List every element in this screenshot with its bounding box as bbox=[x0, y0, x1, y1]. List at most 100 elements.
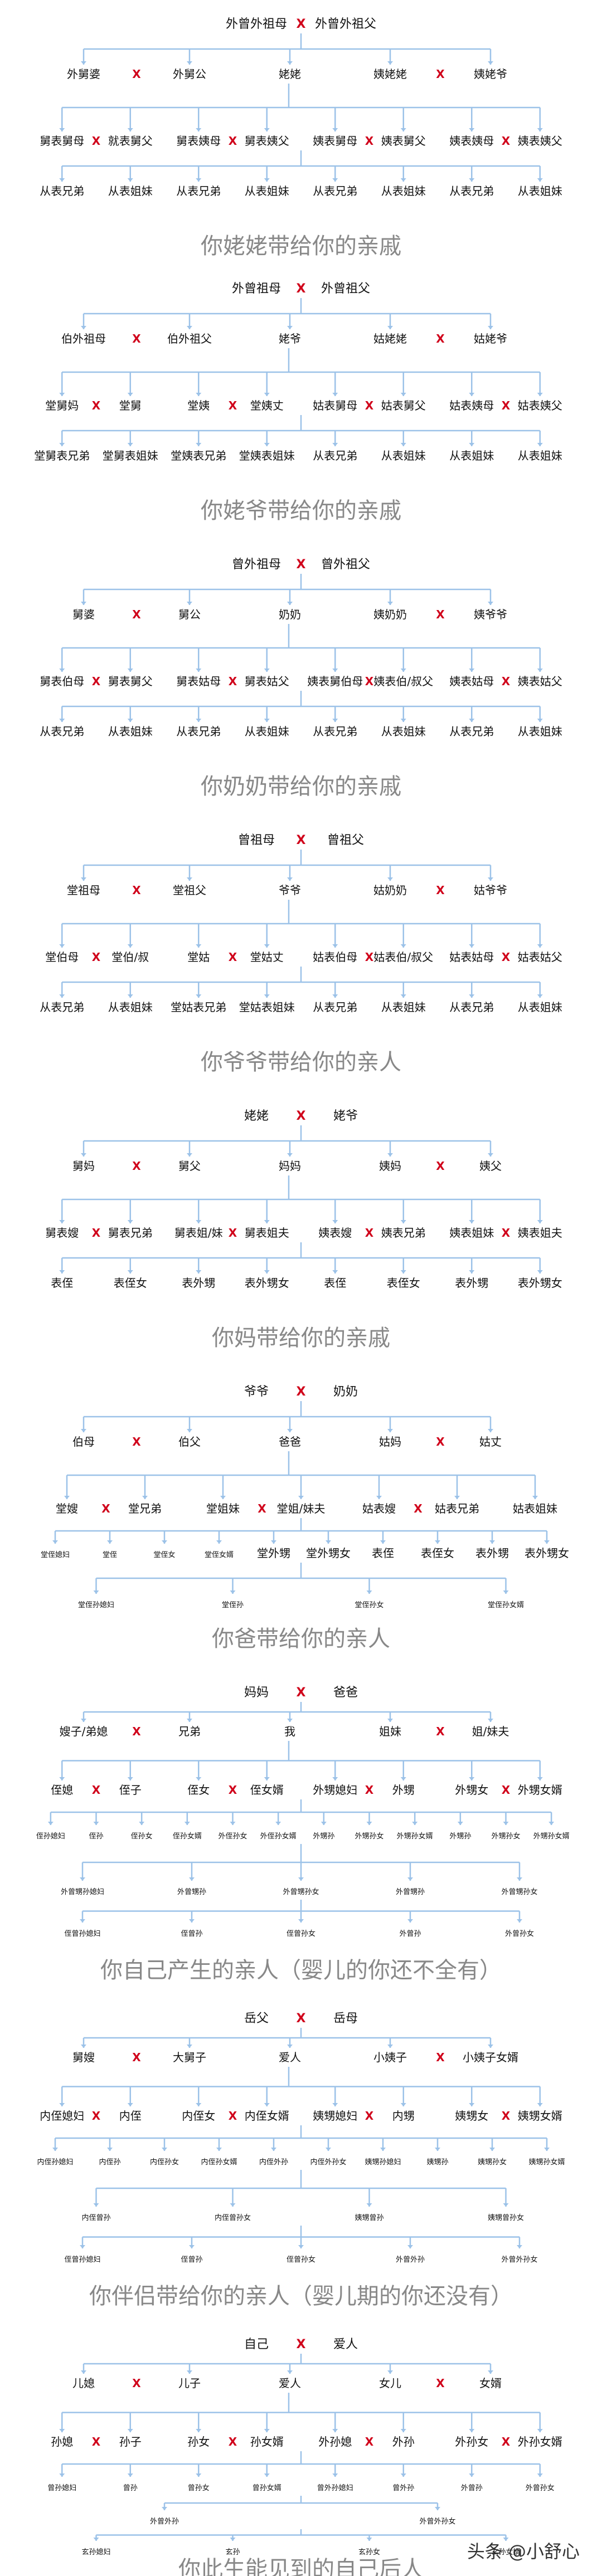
person-node: 玄孙女婿 bbox=[491, 2548, 520, 2557]
person-node: 表外甥女 bbox=[525, 1546, 569, 1560]
person-node: 伯外祖母 bbox=[61, 332, 106, 345]
person-node: 外甥孙女 bbox=[491, 1832, 520, 1841]
person-node: 外曾孙 bbox=[461, 2484, 483, 2492]
person-node: 舅表姐/妹 bbox=[174, 1226, 223, 1240]
spouse-marker: X bbox=[436, 2051, 445, 2064]
person-node: 外曾甥孙 bbox=[396, 1888, 425, 1896]
connector-arrow bbox=[196, 1270, 202, 1274]
person-node: 外曾孙 bbox=[399, 1930, 421, 1938]
spouse-marker: X bbox=[229, 675, 237, 688]
connector-arrow bbox=[81, 877, 86, 881]
connector-arrow bbox=[47, 1822, 54, 1825]
person-node: 堂姑丈 bbox=[250, 950, 284, 964]
connector-arrow bbox=[187, 877, 192, 881]
person-node: 表外甥女 bbox=[518, 1276, 562, 1290]
person-node: 外曾甥孙女 bbox=[501, 1887, 537, 1896]
spouse-marker: X bbox=[92, 134, 101, 148]
connector-arrow bbox=[216, 2148, 222, 2151]
connector-arrow bbox=[332, 1220, 338, 1223]
person-node: 舅表舅父 bbox=[108, 675, 153, 688]
connector-arrow bbox=[81, 2370, 86, 2374]
spouse-marker: X bbox=[92, 950, 101, 964]
person-node: 姨表伯/叔父 bbox=[373, 675, 433, 688]
person-node: 堂舅妈 bbox=[45, 399, 79, 412]
person-node: 内侄孙 bbox=[99, 2158, 120, 2167]
person-node: 堂姨表姐妹 bbox=[239, 449, 295, 462]
connector-arrow bbox=[366, 2538, 372, 2541]
connector-arrow bbox=[80, 2245, 85, 2248]
person-node: 堂祖母 bbox=[67, 884, 100, 897]
spouse-marker: X bbox=[132, 608, 141, 621]
person-node: 从表兄弟 bbox=[313, 184, 357, 198]
person-node: 外曾祖母 bbox=[232, 282, 281, 296]
person-node: 外曾外祖父 bbox=[315, 17, 376, 31]
connector-arrow bbox=[387, 602, 393, 605]
connector-arrow bbox=[162, 2148, 167, 2151]
connector-arrow bbox=[59, 178, 65, 182]
connector-arrow bbox=[489, 2148, 495, 2151]
person-node: 姨表姑父 bbox=[518, 675, 562, 688]
spouse-marker: X bbox=[92, 2109, 101, 2123]
person-node: 堂侄女婿 bbox=[205, 1550, 234, 1559]
person-node: 儿媳 bbox=[72, 2377, 95, 2390]
person-node: 女儿 bbox=[379, 2377, 401, 2390]
person-node: 爸爸 bbox=[333, 1686, 358, 1700]
person-node: 从表兄弟 bbox=[40, 725, 84, 738]
person-node: 孙女 bbox=[187, 2435, 210, 2448]
connector-arrow bbox=[435, 1540, 440, 1544]
person-node: 姐妹 bbox=[379, 1725, 401, 1738]
person-node: 堂侄 bbox=[103, 1551, 117, 1559]
person-node: 侄曾孙女 bbox=[287, 2255, 315, 2264]
spouse-marker: X bbox=[101, 1502, 110, 1515]
connector-arrow bbox=[544, 1540, 550, 1544]
connector-arrow bbox=[196, 2103, 202, 2106]
person-node: 玄孙媳妇 bbox=[81, 2548, 110, 2557]
connector-arrow bbox=[387, 1153, 393, 1157]
connector-arrow bbox=[196, 944, 202, 948]
person-node: 表侄 bbox=[324, 1276, 346, 1290]
person-node: 从表兄弟 bbox=[313, 1001, 357, 1014]
connector-arrow bbox=[230, 2203, 236, 2207]
person-node: 爱人 bbox=[279, 2051, 301, 2064]
person-node: 堂舅表姐妹 bbox=[103, 449, 158, 462]
connector-arrow bbox=[332, 719, 338, 722]
person-node: 侄女 bbox=[187, 1783, 210, 1797]
person-node: 从表姐妹 bbox=[381, 184, 426, 198]
connector-arrow bbox=[298, 1496, 304, 1499]
spouse-marker: X bbox=[297, 558, 306, 572]
connector-arrow bbox=[488, 2370, 493, 2374]
section-caption: 你伴侣带给你的亲人（婴儿期的你还没有） bbox=[89, 2284, 513, 2309]
connector-arrow bbox=[400, 1220, 406, 1223]
person-node: 内侄女 bbox=[182, 2109, 215, 2123]
connector-arrow bbox=[400, 1270, 406, 1274]
connector-arrow bbox=[400, 178, 406, 182]
connector-arrow bbox=[93, 1591, 99, 1594]
connector-arrow bbox=[189, 1877, 195, 1881]
connector-arrow bbox=[503, 1822, 509, 1825]
person-node: 岳父 bbox=[244, 2012, 269, 2026]
connector-arrow bbox=[488, 1153, 493, 1157]
connector-arrow bbox=[537, 1777, 543, 1780]
connector-arrow bbox=[537, 1220, 543, 1223]
spouse-marker: X bbox=[229, 134, 237, 148]
connector-arrow bbox=[81, 1153, 86, 1157]
person-node: 姨表兄弟 bbox=[381, 1226, 426, 1240]
connector-arrow bbox=[127, 393, 133, 396]
person-node: 外曾外孙 bbox=[396, 2256, 425, 2264]
person-node: 外甥女婿 bbox=[518, 1783, 562, 1797]
connector-arrow bbox=[287, 1429, 293, 1432]
person-node: 外曾甥孙女 bbox=[283, 1887, 319, 1896]
person-node: 姨甥女 bbox=[455, 2109, 488, 2123]
connector-arrow bbox=[59, 2103, 65, 2106]
person-node: 侄女婿 bbox=[250, 1783, 284, 1797]
connector-arrow bbox=[196, 393, 202, 396]
person-node: 曾祖父 bbox=[327, 833, 364, 847]
person-node: 堂兄弟 bbox=[128, 1502, 162, 1515]
person-node: 姨表舅母 bbox=[313, 134, 357, 148]
person-node: 外甥 bbox=[392, 1783, 415, 1797]
person-node: 从表兄弟 bbox=[449, 184, 494, 198]
connector-arrow bbox=[517, 2245, 522, 2248]
connector-arrow bbox=[537, 2473, 543, 2477]
person-node: 从表姐妹 bbox=[108, 184, 153, 198]
connector-arrow bbox=[127, 719, 133, 722]
